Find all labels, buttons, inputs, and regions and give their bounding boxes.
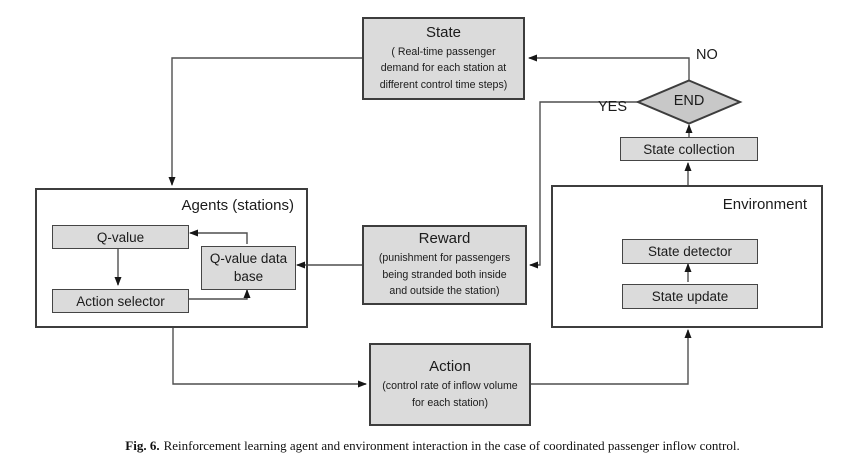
yes-branch-label: YES [598, 99, 628, 115]
reward-subtext-line-1: (punishment for passengers [378, 252, 511, 265]
edge-action-selector-to-qvalue-database [187, 289, 251, 300]
figure-caption-text: Reinforcement learning agent and environ… [163, 438, 740, 453]
reward-subtext-line-3: and outside the station) [389, 285, 500, 298]
end-decision-label: END [673, 93, 705, 109]
state-update-box: State update [622, 284, 758, 309]
environment-label: Environment [722, 196, 807, 213]
end-diamond [635, 79, 743, 125]
action-subtext-line-2: for each station) [412, 396, 488, 409]
action-title: Action [429, 358, 471, 376]
state-subtext-line-2: demand for each station at [380, 62, 507, 75]
edge-state-to-agents [168, 57, 362, 186]
agents-container: Agents (stations) Q-value Q-value data b… [35, 188, 308, 328]
edge-end-no-to-state [528, 54, 690, 80]
action-subtext-line-1: (control rate of inflow volume [382, 380, 518, 393]
q-value-database-box: Q-value data base [201, 246, 296, 290]
action-box: Action (control rate of inflow volume fo… [369, 343, 531, 426]
state-subtext-line-1: ( Real-time passenger [391, 45, 496, 58]
edge-end-yes-to-reward [529, 101, 638, 269]
state-detector-box: State detector [622, 239, 758, 264]
no-branch-label: NO [696, 47, 718, 63]
state-subtext-line-3: different control time steps) [379, 78, 508, 91]
q-value-box: Q-value [52, 225, 189, 249]
figure-caption: Fig. 6.Reinforcement learning agent and … [0, 438, 865, 454]
state-title: State [425, 23, 462, 41]
reward-title: Reward [418, 230, 471, 248]
reward-subtext-line-2: being stranded both inside [382, 268, 507, 281]
agents-label: Agents (stations) [181, 197, 294, 214]
edge-agents-to-action [172, 328, 367, 388]
environment-container: Environment State detector State update [551, 185, 823, 328]
state-collection-box: State collection [620, 137, 758, 161]
figure-caption-number: Fig. 6. [125, 438, 160, 453]
edge-action-to-environment [531, 329, 692, 385]
action-selector-box: Action selector [52, 289, 189, 313]
reward-box: Reward (punishment for passengers being … [362, 225, 527, 305]
state-box: State ( Real-time passenger demand for e… [362, 17, 525, 100]
edge-qvalue-database-to-qvalue [189, 229, 248, 244]
